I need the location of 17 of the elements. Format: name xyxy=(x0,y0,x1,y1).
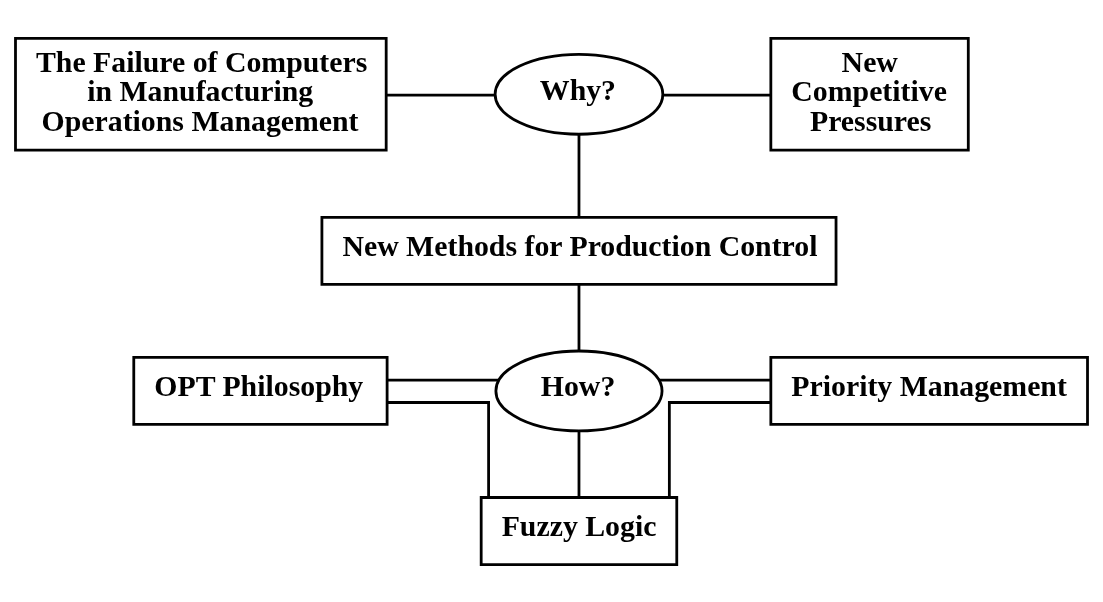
node-box: Priority Management xyxy=(769,355,1089,426)
connector xyxy=(577,134,581,217)
connector xyxy=(387,378,499,382)
node-box: The Failure of Computers in Manufacturing Operations Management xyxy=(14,36,388,152)
node-box: OPT Philosophy xyxy=(132,355,389,426)
node-box: New Competitive Pressures xyxy=(769,36,970,152)
node-box: Fuzzy Logic xyxy=(479,495,679,566)
node-box: New Methods for Production Control xyxy=(320,215,838,286)
connector xyxy=(577,284,581,351)
connector xyxy=(667,400,771,497)
connector xyxy=(663,93,771,97)
node-ellipse: Why? xyxy=(493,52,665,136)
node-ellipse: How? xyxy=(494,349,664,432)
connector xyxy=(659,378,771,382)
connector xyxy=(577,430,581,497)
connector xyxy=(386,93,495,97)
connector xyxy=(387,400,490,497)
